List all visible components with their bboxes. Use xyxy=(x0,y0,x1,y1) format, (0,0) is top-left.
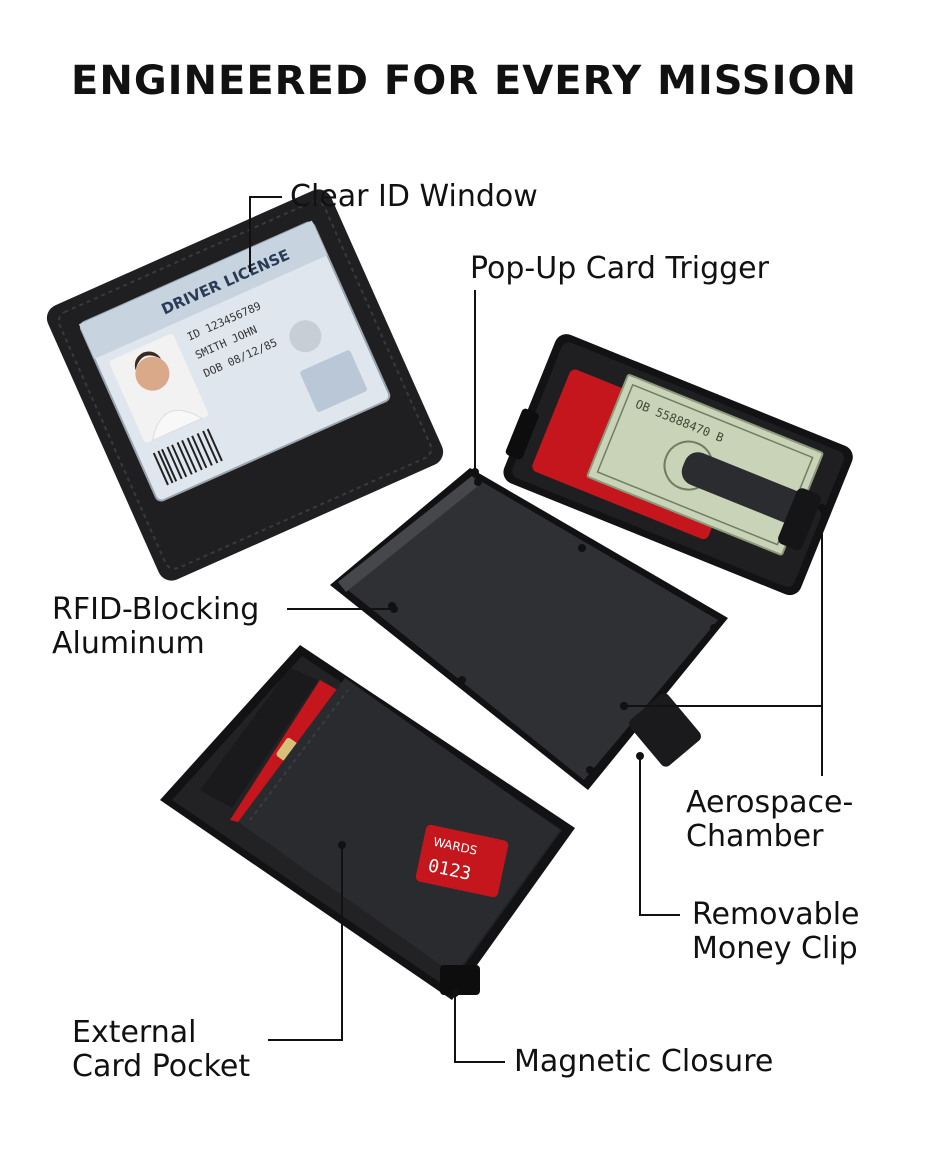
callout-aerospace-line1: Aerospace- xyxy=(686,785,854,820)
rewards-card xyxy=(415,824,509,898)
page-title: ENGINEERED FOR EVERY MISSION xyxy=(71,58,857,104)
callout-clear-id-window: Clear ID Window xyxy=(290,180,538,214)
callout-magnetic-closure-text: Magnetic Closure xyxy=(514,1044,774,1079)
callout-external-line2: Card Pocket xyxy=(72,1049,251,1084)
callout-external-line1: External xyxy=(72,1015,197,1050)
id-barcode xyxy=(152,428,223,486)
callout-aerospace-chamber: Aerospace- Chamber xyxy=(686,786,853,854)
callout-magnetic-closure: Magnetic Closure xyxy=(514,1045,773,1079)
callout-pop-up-card-trigger: Pop-Up Card Trigger xyxy=(470,252,769,286)
callout-clear-id-window-text: Clear ID Window xyxy=(290,179,538,214)
callout-external-card-pocket: External Card Pocket xyxy=(72,1016,250,1084)
callout-money-clip-line2: Money Clip xyxy=(692,931,858,966)
callout-dots xyxy=(338,468,826,997)
pocket-wallet: WARDS 0123 xyxy=(160,645,575,1000)
money-clip xyxy=(681,452,816,528)
callout-pop-up-card-trigger-text: Pop-Up Card Trigger xyxy=(470,251,769,286)
callout-rfid-line1: RFID-Blocking xyxy=(52,592,260,627)
callout-money-clip-line1: Removable xyxy=(692,897,860,932)
callout-removable-money-clip: Removable Money Clip xyxy=(692,898,860,966)
callout-rfid-blocking-aluminum: RFID-Blocking Aluminum xyxy=(52,593,259,661)
id-flap: DRIVER LICENSE ID 123456789 SMITH JOHN D… xyxy=(46,189,444,581)
callout-rfid-line2: Aluminum xyxy=(52,626,205,661)
callout-aerospace-line2: Chamber xyxy=(686,819,824,854)
money-clip-wallet: OB 55888470 B xyxy=(503,334,853,596)
external-card-pocket xyxy=(238,678,560,975)
callout-leader-lines xyxy=(249,196,823,1063)
